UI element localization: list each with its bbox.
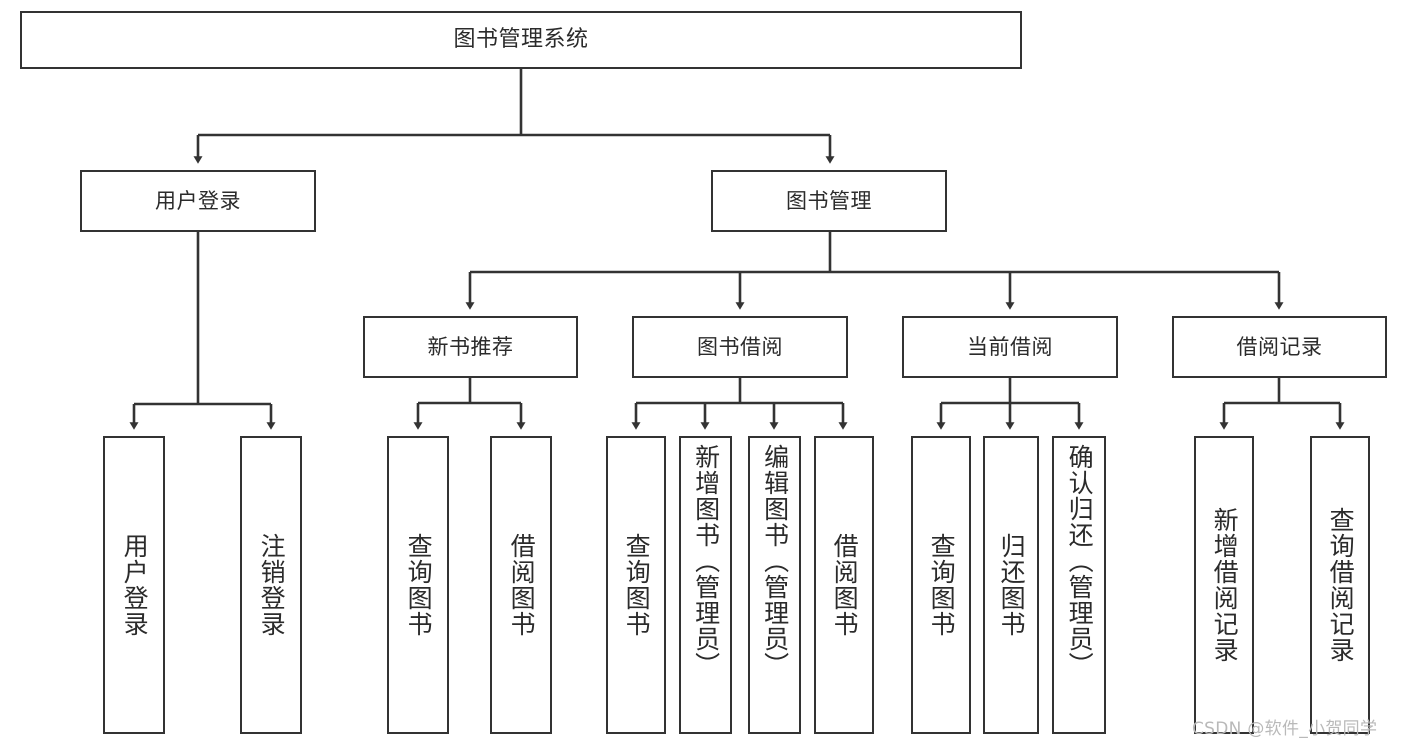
node-book-management[interactable]: 图书管理 [711, 170, 947, 232]
leaf-borrow-record-query-record[interactable]: 查询借阅记录 [1310, 436, 1370, 734]
node-label: 图书管理系统 [453, 27, 589, 52]
node-label: 用户登录 [120, 533, 150, 637]
leaf-current-borrow-return-book[interactable]: 归还图书 [983, 436, 1039, 734]
node-label: 图书借阅 [697, 334, 783, 359]
node-label: 新增借阅记录 [1210, 507, 1240, 663]
node-label: 查询图书 [622, 533, 652, 637]
node-label: 借阅记录 [1236, 334, 1323, 359]
leaf-book-borrow-edit-book-admin[interactable]: 编辑图书（管理员） [748, 436, 801, 734]
node-borrowing-records[interactable]: 借阅记录 [1172, 316, 1387, 378]
leaf-current-borrow-query-book[interactable]: 查询图书 [911, 436, 971, 734]
node-label: 编辑图书（管理员） [760, 444, 790, 678]
node-label: 确认归还（管理员） [1065, 444, 1095, 678]
node-new-book-recommendation[interactable]: 新书推荐 [363, 316, 578, 378]
node-root-book-management-system[interactable]: 图书管理系统 [20, 11, 1022, 69]
leaf-borrow-record-add-record[interactable]: 新增借阅记录 [1194, 436, 1254, 734]
leaf-current-borrow-confirm-return-admin[interactable]: 确认归还（管理员） [1052, 436, 1106, 734]
node-label: 借阅图书 [507, 533, 537, 637]
node-current-borrowing[interactable]: 当前借阅 [902, 316, 1118, 378]
leaf-book-borrow-add-book-admin[interactable]: 新增图书（管理员） [679, 436, 732, 734]
csdn-watermark: CSDN @软件_小贺同学 [1192, 719, 1378, 739]
node-label: 新增图书（管理员） [691, 444, 721, 678]
leaf-book-borrow-borrow-book[interactable]: 借阅图书 [814, 436, 874, 734]
node-label: 查询图书 [927, 533, 957, 637]
node-user-login[interactable]: 用户登录 [80, 170, 316, 232]
leaf-new-book-query-book[interactable]: 查询图书 [387, 436, 449, 734]
node-label: 新书推荐 [427, 334, 514, 359]
node-label: 用户登录 [155, 188, 241, 213]
node-label: 归还图书 [997, 533, 1027, 637]
node-label: 注销登录 [257, 533, 287, 637]
leaf-user-login-login[interactable]: 用户登录 [103, 436, 165, 734]
node-book-borrowing[interactable]: 图书借阅 [632, 316, 848, 378]
leaf-book-borrow-query-book[interactable]: 查询图书 [606, 436, 666, 734]
leaf-new-book-borrow-book[interactable]: 借阅图书 [490, 436, 552, 734]
leaf-user-login-logout[interactable]: 注销登录 [240, 436, 302, 734]
node-label: 查询图书 [404, 533, 434, 637]
node-label: 查询借阅记录 [1326, 507, 1356, 663]
node-label: 图书管理 [786, 188, 872, 213]
node-label: 当前借阅 [967, 334, 1053, 359]
node-label: 借阅图书 [830, 533, 860, 637]
